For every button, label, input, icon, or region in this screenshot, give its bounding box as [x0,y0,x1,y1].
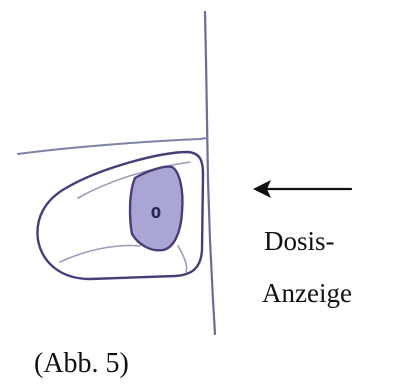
dose-counter-window [128,165,184,252]
counter-housing-inner-contour [77,161,191,199]
device-vertical-edge [203,10,217,336]
dose-counter-digit: 0 [151,204,161,222]
dose-indicator-label-line1: Dosis- [264,226,335,256]
pointer-arrow-head [253,180,271,198]
counter-housing-lower-curve [59,244,141,263]
dose-indicator-label-line2: Anzeige [262,278,352,308]
figure-caption: (Abb. 5) [34,348,129,379]
counter-housing-right-curve [177,245,188,273]
device-shoulder-line [17,137,208,155]
